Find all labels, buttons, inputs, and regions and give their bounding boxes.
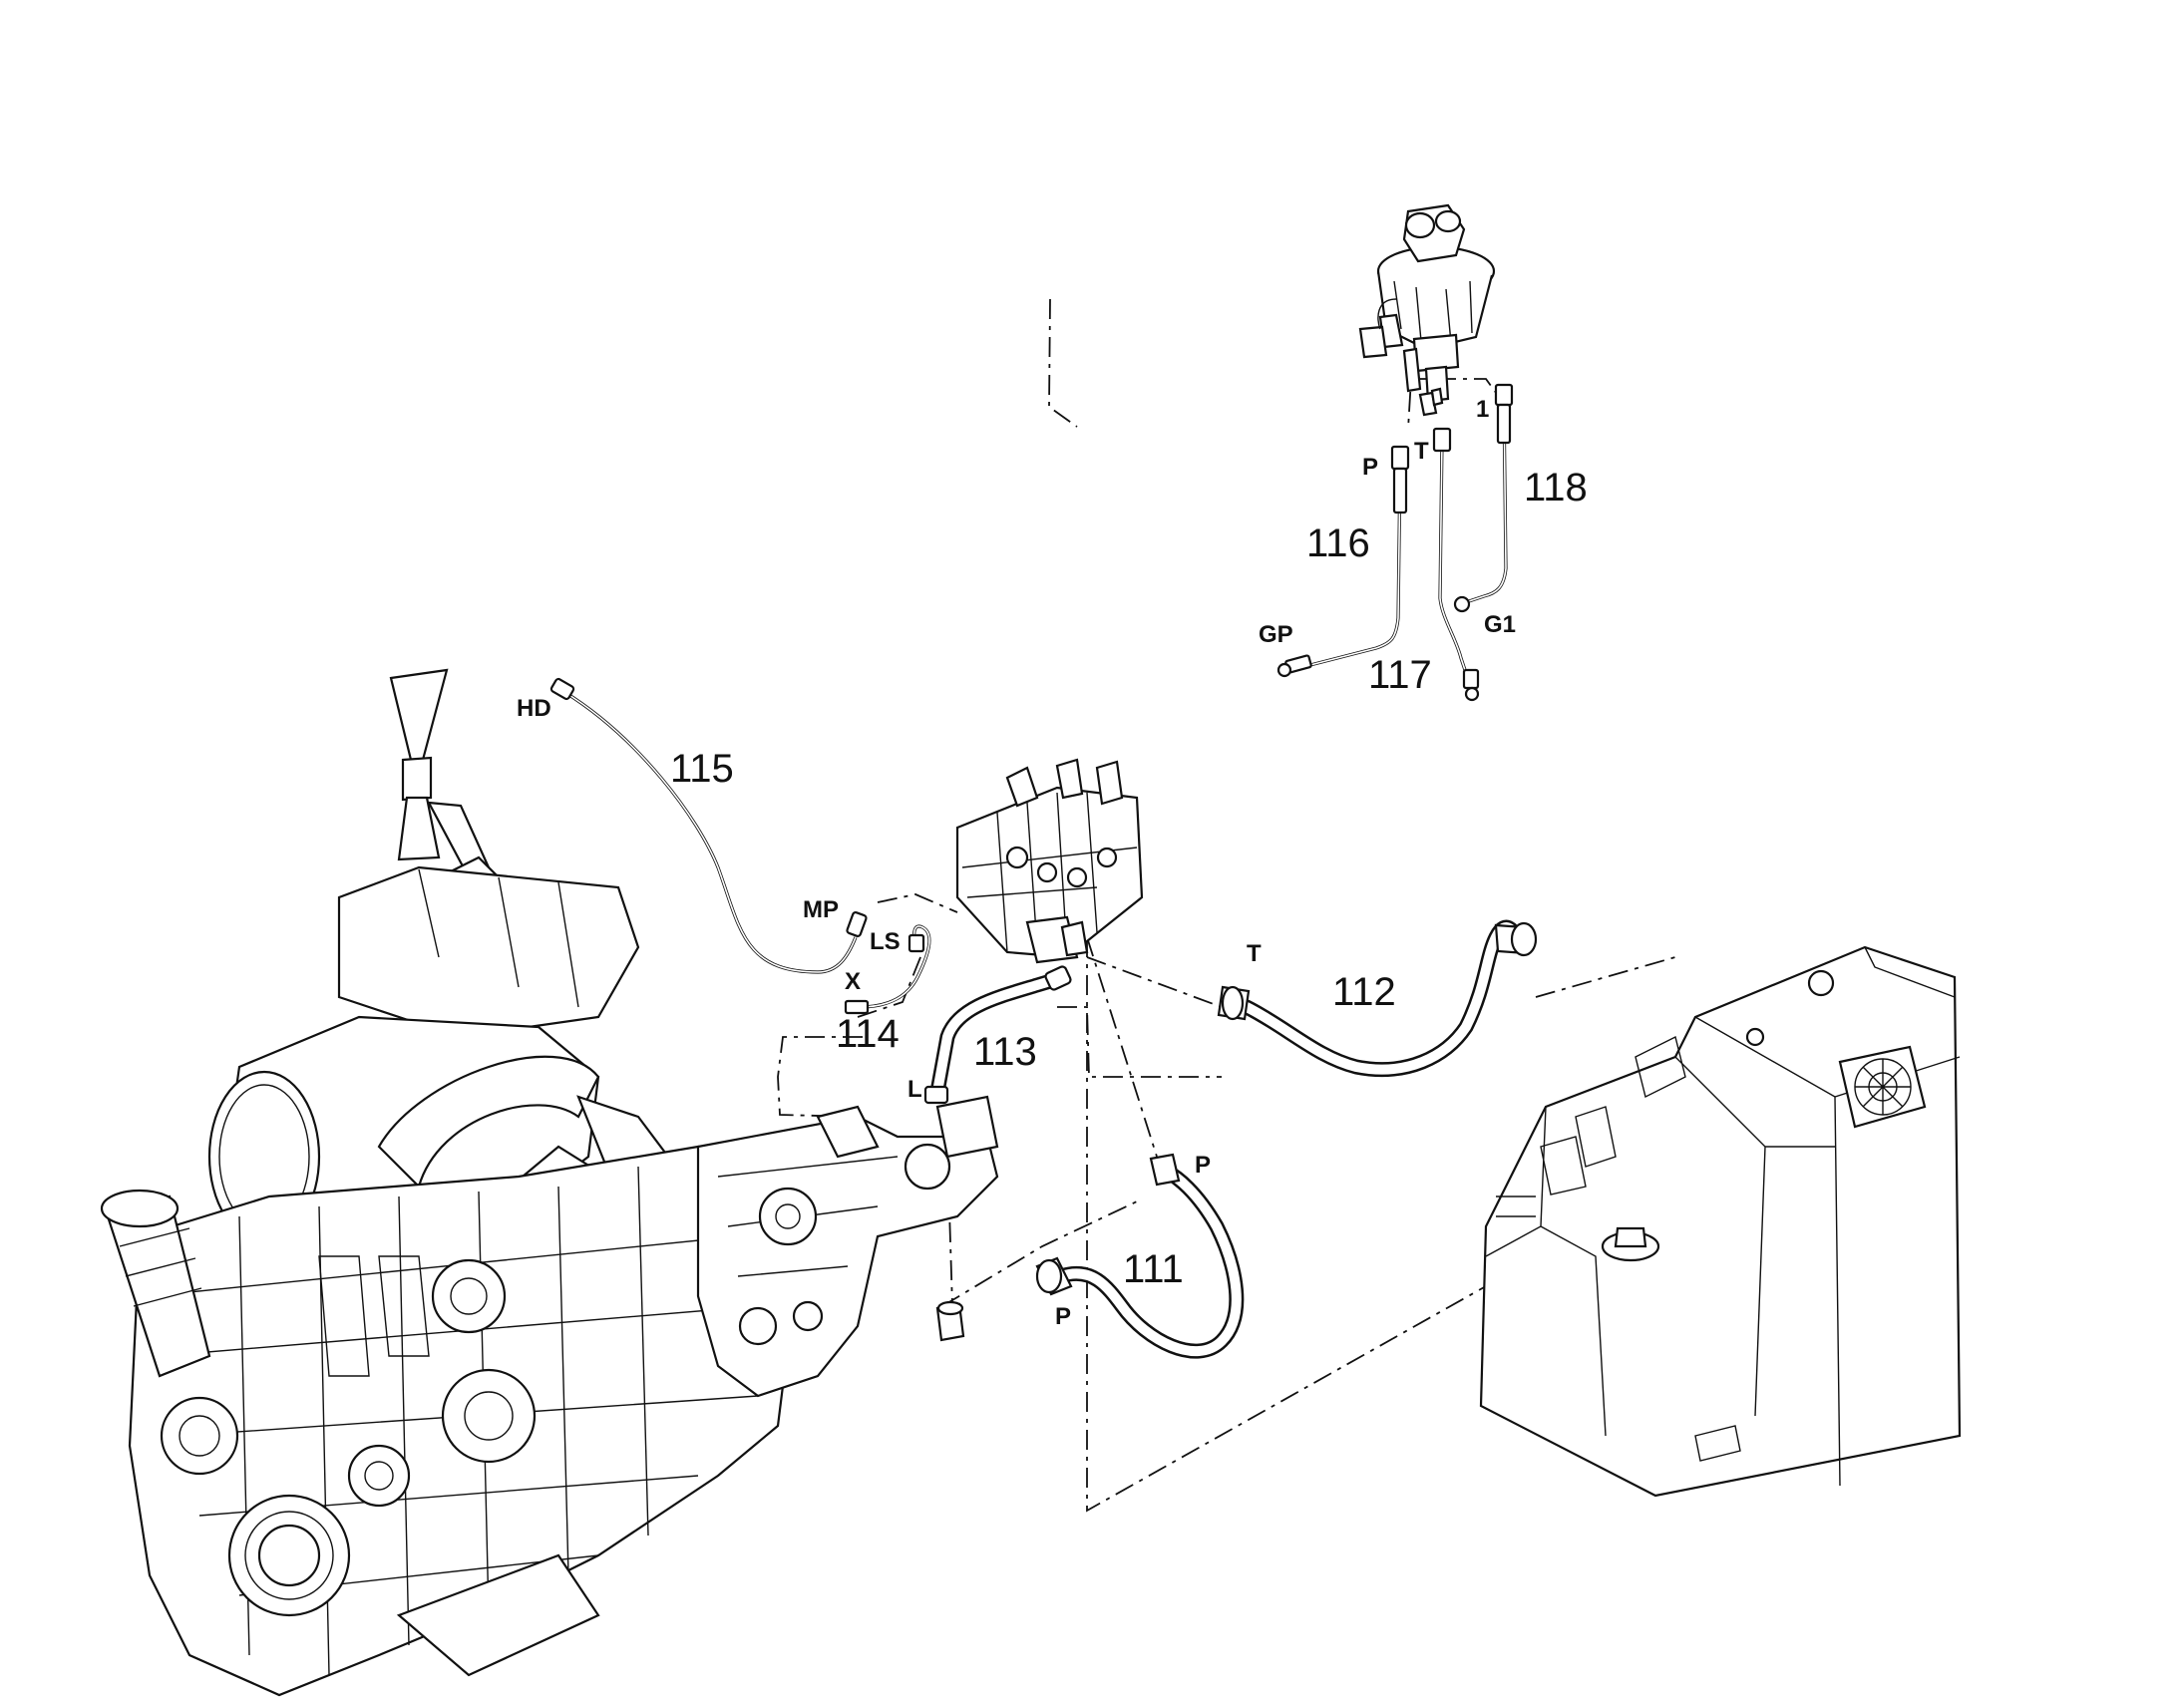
part-number-116: 116: [1306, 521, 1370, 565]
port-label-hd: HD: [517, 695, 551, 722]
port-label-x: X: [845, 968, 861, 995]
part-number-111: 111: [1123, 1247, 1184, 1291]
port-label-p-111-top: P: [1195, 1152, 1211, 1179]
hose-111: [1035, 1153, 1245, 1359]
hose-112: [1217, 919, 1538, 1078]
part-number-118: 118: [1524, 466, 1588, 510]
hose-117: [1432, 427, 1480, 702]
port-label-p-116: P: [1362, 454, 1378, 481]
port-label-t-117: T: [1414, 438, 1429, 465]
port-label-1-118: 1: [1476, 396, 1489, 423]
port-label-ls: LS: [870, 928, 901, 955]
part-number-112: 112: [1332, 970, 1396, 1014]
hose-114: [844, 924, 931, 1015]
port-label-l: L: [908, 1076, 922, 1103]
port-label-p-111-bottom: P: [1055, 1303, 1071, 1330]
hose-113: [923, 965, 1072, 1105]
part-number-113: 113: [973, 1030, 1037, 1074]
engine-assembly: [100, 668, 790, 1697]
part-number-115: 115: [670, 747, 734, 791]
port-label-g1: G1: [1484, 611, 1516, 638]
port-label-mp: MP: [803, 896, 839, 923]
part-number-114: 114: [836, 1012, 900, 1056]
hoses: [549, 383, 1538, 1359]
hose-116: [1276, 445, 1410, 678]
hose-118: [1453, 383, 1514, 613]
hydraulic-pump: [696, 1095, 999, 1398]
pilot-control-unit: [1358, 203, 1496, 417]
hose-115: [549, 677, 868, 974]
port-label-gp: GP: [1259, 621, 1293, 648]
hydraulic-tank: [1479, 945, 1962, 1498]
part-number-117: 117: [1368, 653, 1432, 697]
control-valve-block: [955, 758, 1144, 964]
port-label-t-112: T: [1247, 940, 1262, 967]
part-number-labels: 111 112 113 114 115 116 117 118: [670, 466, 1588, 1291]
port-labels: HD MP LS X L P P T P T 1 GP G1: [517, 396, 1516, 1330]
